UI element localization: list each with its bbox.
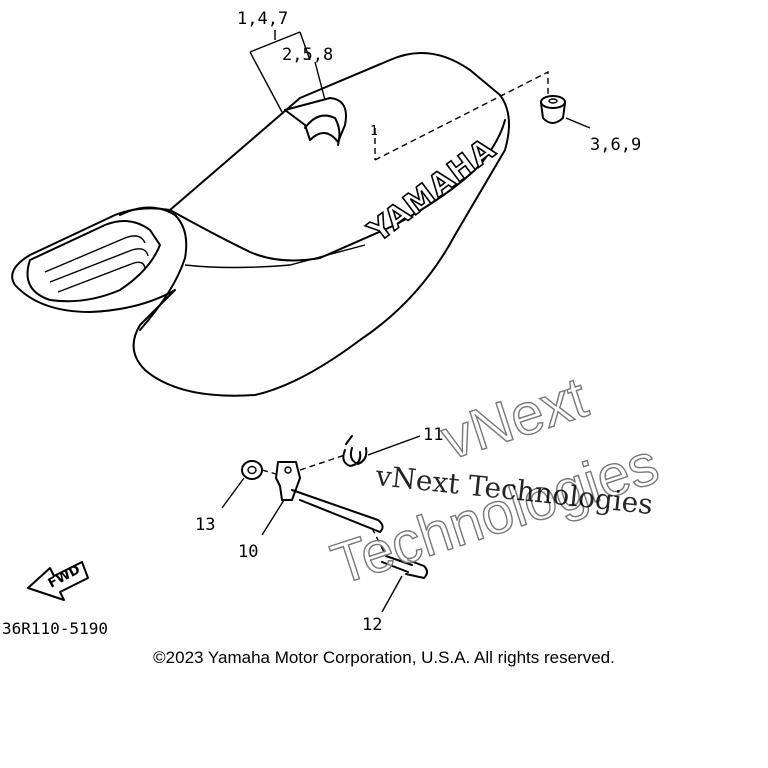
leader-258: [314, 61, 326, 101]
callout-10: 10: [238, 542, 258, 562]
damper-top: [540, 95, 566, 109]
callout-13: 13: [195, 515, 215, 535]
seat-outline: [11, 51, 510, 397]
diagram-code: 36R110-5190: [2, 619, 108, 638]
damper-hole: [548, 98, 558, 104]
seat-strap-loop: [304, 114, 341, 146]
fwd-arrow-icon: [27, 561, 89, 601]
leader-lines: [249, 30, 591, 161]
leader-147: [249, 30, 311, 113]
lock-hook-part: [261, 454, 384, 536]
spring-part: [342, 435, 421, 467]
panel-groove-3: [57, 261, 146, 293]
callout-1-4-7: 1,4,7: [237, 9, 288, 29]
panel-groove-1: [44, 235, 146, 273]
fwd-arrow: FWD: [27, 561, 89, 601]
bolt-part: [371, 527, 428, 613]
seat-ridge: [169, 119, 506, 262]
callout-2-5-8: 2,5,8: [282, 45, 333, 65]
callout-12: 12: [362, 615, 382, 635]
copyright-notice: ©2023 Yamaha Motor Corporation, U.S.A. A…: [153, 648, 615, 667]
leader-damper-dashed: [374, 70, 549, 161]
seat-side-edge: [184, 244, 366, 269]
callout-1: 1: [370, 124, 378, 139]
callout-11: 11: [423, 425, 443, 445]
panel-groove-2: [49, 248, 149, 283]
seat-assembly: YAMAHA: [11, 51, 510, 397]
washer-part: [221, 460, 263, 509]
seat-damper-part: [540, 95, 566, 124]
seat-rear-hump: [119, 206, 188, 331]
fwd-label: FWD: [46, 562, 83, 591]
callout-3-6-9: 3,6,9: [590, 135, 641, 155]
leader-369: [565, 117, 591, 129]
seat-rear-panel: [26, 220, 161, 303]
watermark: vNext Technologies vNext Technologies: [323, 364, 666, 598]
damper-body: [540, 102, 566, 124]
seat-lock-hardware: [221, 435, 428, 613]
